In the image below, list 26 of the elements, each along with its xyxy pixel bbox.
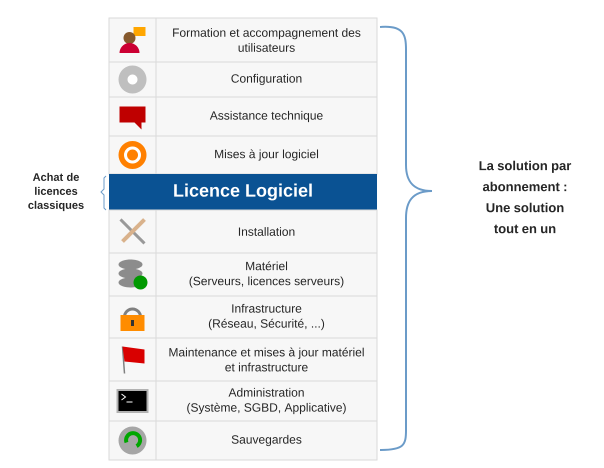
node-label: Administration <box>228 388 304 397</box>
node-label: (Serveurs, licences serveurs) <box>190 276 344 288</box>
node-label: (Réseau, Sécurité, ...) <box>208 318 324 330</box>
node-label: Installation <box>238 227 294 236</box>
node-label: Infrastructure <box>232 304 302 313</box>
node-label: Matériel <box>246 261 288 270</box>
node-label: Formation et accompagnement des utilisateurs <box>173 28 360 52</box>
table-row: Mises à jour logiciel <box>108 136 378 174</box>
node-label: Maintenance et mises à jour matériel et infrastructure <box>169 348 364 372</box>
table-row: Installation <box>108 210 378 254</box>
node-label: Configuration <box>231 74 302 86</box>
band-header: Licence Logiciel <box>109 174 377 210</box>
table-row: Configuration <box>108 62 378 98</box>
side-note: Achat de licences classiques <box>28 172 84 212</box>
table-row: Sauvegardes <box>108 420 378 460</box>
table-row: Maintenance et mises à jour matériel et infrastructure <box>108 338 378 382</box>
table-row: Administration (Système, SGBD, Applicative) <box>108 380 378 422</box>
node-label: Assistance technique <box>210 110 323 122</box>
node-label: Mises à jour logiciel <box>215 149 318 161</box>
table-row: Matériel (Serveurs, licences serveurs) <box>108 252 378 296</box>
node-label: (Système, SGBD, Applicative) <box>187 402 346 414</box>
table-row: Formation et accompagnement des utilisateurs <box>108 18 378 62</box>
table-row: Assistance technique <box>108 96 378 136</box>
table-row: Infrastructure (Réseau, Sécurité, ...) <box>108 296 378 338</box>
node-label: Sauvegardes <box>232 434 302 446</box>
summary-note: La solution par abonnement : Une solution tout en un <box>480 160 572 234</box>
